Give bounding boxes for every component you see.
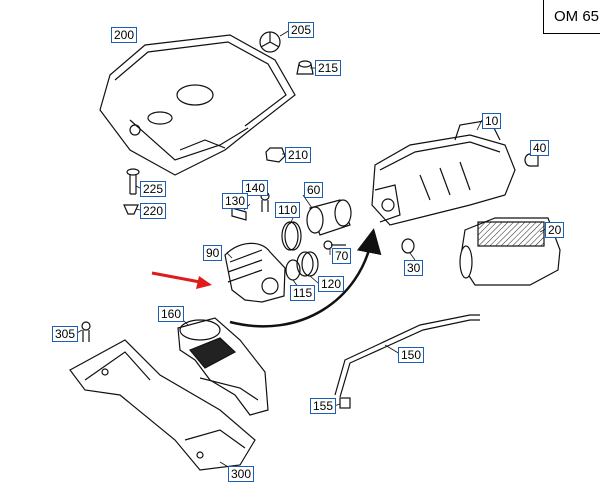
clip-155: [339, 397, 351, 409]
assembly-direction-arrow: [229, 228, 382, 328]
clip-220: [123, 204, 139, 215]
callout-10[interactable]: 10: [482, 113, 502, 129]
nut-210: [265, 147, 286, 163]
callout-30[interactable]: 30: [404, 260, 424, 276]
callout-140[interactable]: 140: [242, 180, 269, 196]
callout-115[interactable]: 115: [290, 285, 316, 301]
bolt-225: [126, 168, 140, 195]
callout-205[interactable]: 205: [288, 22, 315, 38]
intake-hose-90: [224, 242, 286, 303]
callout-150[interactable]: 150: [398, 347, 425, 363]
callout-225[interactable]: 225: [140, 181, 167, 197]
callout-70[interactable]: 70: [332, 248, 352, 264]
emblem-205: [259, 31, 281, 53]
engine-code-label: OM 65: [543, 0, 600, 34]
ring-30: [401, 238, 415, 254]
callout-160[interactable]: 160: [158, 306, 185, 322]
callout-305[interactable]: 305: [52, 326, 79, 342]
mass-air-flow-sensor-60: [306, 199, 352, 236]
callout-215[interactable]: 215: [315, 60, 342, 76]
air-filter-20: [459, 217, 561, 286]
air-duct-160: [177, 317, 269, 416]
callout-300[interactable]: 300: [228, 466, 255, 482]
callout-200[interactable]: 200: [111, 27, 138, 43]
pipe-150: [334, 314, 480, 398]
screw-130: [231, 207, 247, 221]
callout-220[interactable]: 220: [140, 203, 167, 219]
callout-155[interactable]: 155: [310, 398, 337, 414]
grommet-215: [296, 60, 314, 75]
bracket-300: [69, 339, 256, 471]
engine-cover-200: [99, 34, 296, 176]
sensor-40: [524, 153, 539, 167]
callout-90[interactable]: 90: [203, 245, 223, 261]
bolt-70: [323, 240, 346, 250]
pointer-arrow: [151, 271, 212, 289]
callout-210[interactable]: 210: [285, 147, 312, 163]
callout-120[interactable]: 120: [318, 276, 345, 292]
callout-130[interactable]: 130: [222, 193, 249, 209]
callout-40[interactable]: 40: [530, 140, 550, 156]
intake-manifold-10: [371, 119, 516, 226]
clamp-110: [281, 221, 302, 251]
bolt-305: [81, 321, 91, 342]
callout-20[interactable]: 20: [545, 222, 565, 238]
callout-60[interactable]: 60: [304, 182, 324, 198]
callout-110[interactable]: 110: [275, 202, 301, 218]
